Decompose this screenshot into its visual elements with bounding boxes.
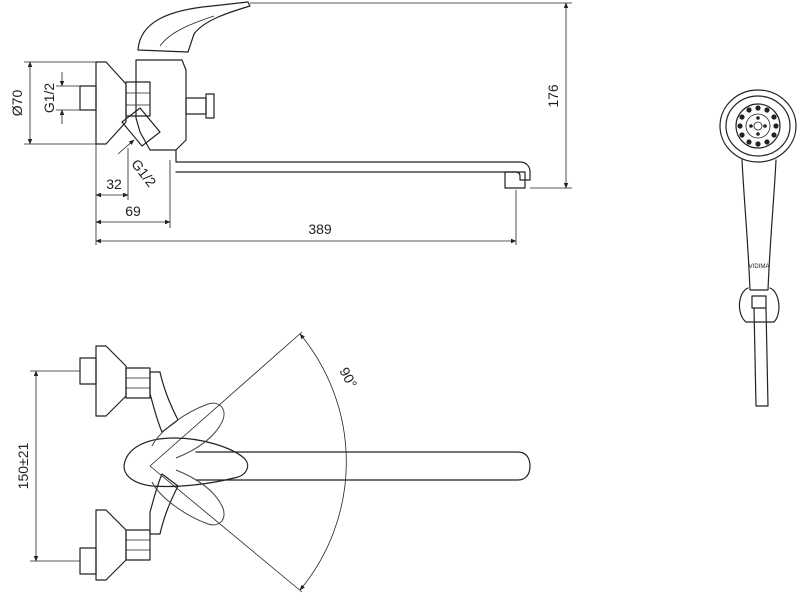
side-eccentric xyxy=(121,107,161,147)
side-diverter-knob[interactable] xyxy=(185,97,207,115)
dim-389: 389 xyxy=(308,221,332,237)
top-wall-flange-upper xyxy=(95,345,127,417)
top-view: 90° 150±21 xyxy=(15,331,531,593)
side-spout xyxy=(175,149,531,181)
side-spout-aerator xyxy=(504,171,526,189)
top-lever-ghost-upper xyxy=(151,402,225,459)
top-lever-handle[interactable] xyxy=(123,437,249,488)
top-hex-nut-lower xyxy=(125,529,151,561)
top-body-arm-lower xyxy=(149,473,179,535)
side-inlet-stub xyxy=(79,85,97,111)
side-hex-nut xyxy=(125,81,151,117)
top-spout xyxy=(195,451,531,481)
shower-brand: VIDIMA xyxy=(749,264,770,270)
dim-176: 176 xyxy=(545,84,561,108)
dim-32: 32 xyxy=(106,176,122,192)
side-view: Ø70 G1/2 G1/2 32 69 389 176 xyxy=(9,1,572,245)
top-wall-flange-lower xyxy=(95,509,127,581)
shower-hose xyxy=(753,307,769,407)
shower-head-rim xyxy=(719,89,797,163)
top-inlet-stub-upper xyxy=(79,357,97,385)
top-hex-nut-upper xyxy=(125,367,151,399)
dim-150: 150±21 xyxy=(15,442,31,489)
dim-inlet-thread-bottom: G1/2 xyxy=(128,156,159,190)
dim-swivel-angle: 90° xyxy=(336,365,360,391)
shower-wall-holder xyxy=(738,287,780,323)
swivel-arc xyxy=(299,333,347,591)
top-lever-ghost-lower xyxy=(151,469,225,526)
shower-nozzles xyxy=(737,105,779,147)
side-wall-flange xyxy=(95,61,127,145)
dim-inlet-thread-top: G1/2 xyxy=(41,83,57,114)
side-lever-handle[interactable] xyxy=(137,1,251,53)
dim-69: 69 xyxy=(125,203,141,219)
top-inlet-stub-lower xyxy=(79,547,97,575)
shower-nozzle-ring xyxy=(735,103,781,149)
shower-handle[interactable] xyxy=(741,159,777,291)
dim-flange-diameter: Ø70 xyxy=(9,90,25,117)
hand-shower: VIDIMA xyxy=(719,89,797,407)
